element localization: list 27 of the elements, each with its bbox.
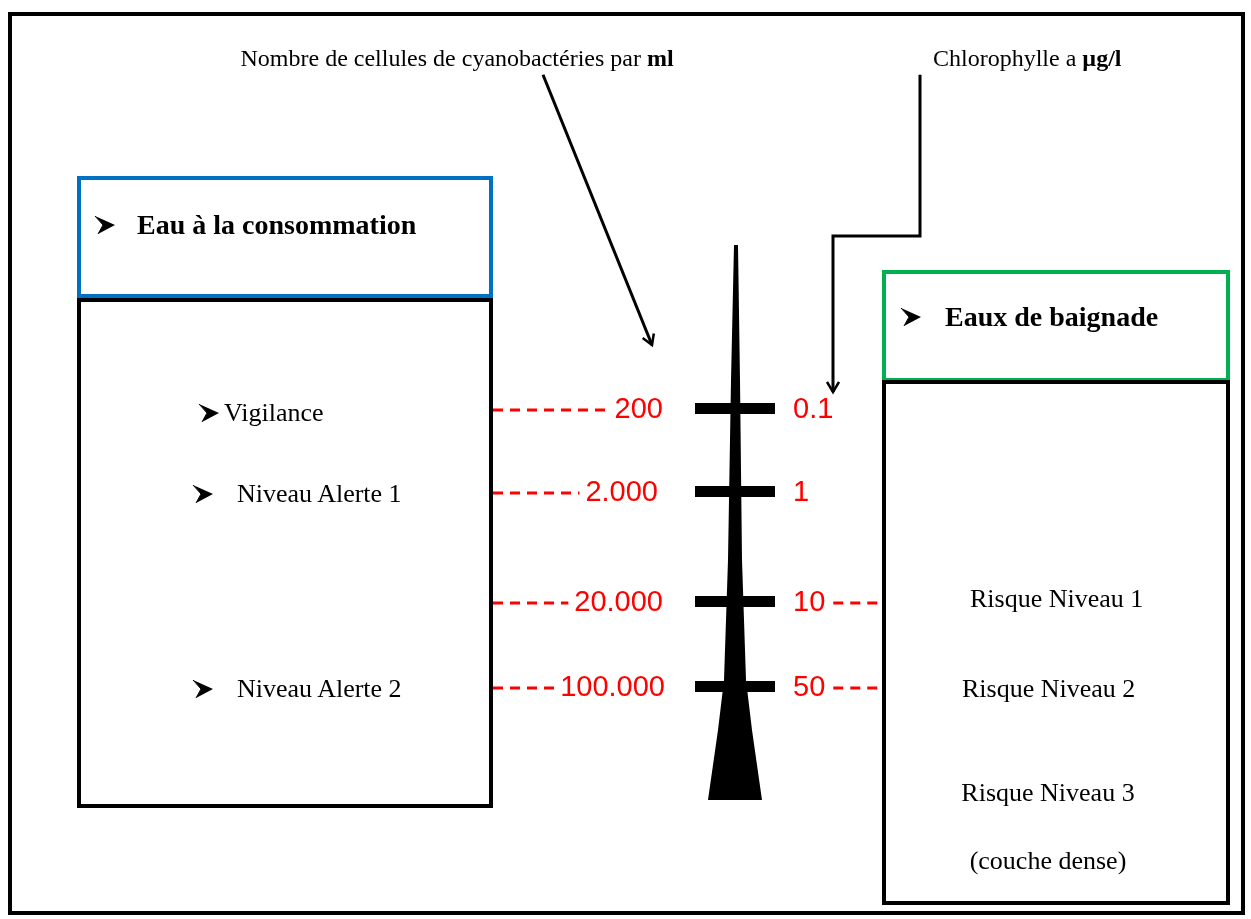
category-box bbox=[882, 380, 1230, 905]
box-heading: Eau à la consommation bbox=[137, 208, 417, 242]
level-label: Vigilance bbox=[224, 397, 324, 429]
level-label: Risque Niveau 2 bbox=[962, 673, 1136, 705]
dashed-connector bbox=[493, 491, 580, 495]
category-box bbox=[882, 270, 1230, 382]
arrow bbox=[825, 74, 922, 394]
dashed-connector bbox=[493, 601, 569, 605]
level-label: Niveau Alerte 1 bbox=[237, 478, 402, 510]
scale-value: 20.000 bbox=[574, 585, 663, 617]
arrow bbox=[541, 74, 656, 347]
scale-value: 50 bbox=[793, 670, 826, 702]
column-heading: Nombre de cellules de cyanobactéries par ml bbox=[240, 44, 674, 73]
scale-value: 0.1 bbox=[793, 392, 834, 424]
scale-value: 200 bbox=[614, 392, 663, 424]
category-box bbox=[77, 298, 493, 808]
category-box bbox=[77, 176, 493, 298]
level-label: Risque Niveau 3 (couche dense) bbox=[960, 777, 1136, 877]
box-heading: Eaux de baignade bbox=[945, 300, 1159, 334]
scale-value: 100.000 bbox=[560, 670, 665, 702]
level-label: Niveau Alerte 2 bbox=[237, 673, 402, 705]
scale-value: 10 bbox=[793, 585, 826, 617]
scale-value: 1 bbox=[793, 475, 810, 507]
dashed-connector bbox=[493, 686, 555, 690]
scale-value: 2.000 bbox=[585, 475, 658, 507]
column-heading: Chlorophylle a µg/l bbox=[933, 44, 1122, 73]
level-label: Risque Niveau 1 bbox=[970, 583, 1144, 615]
